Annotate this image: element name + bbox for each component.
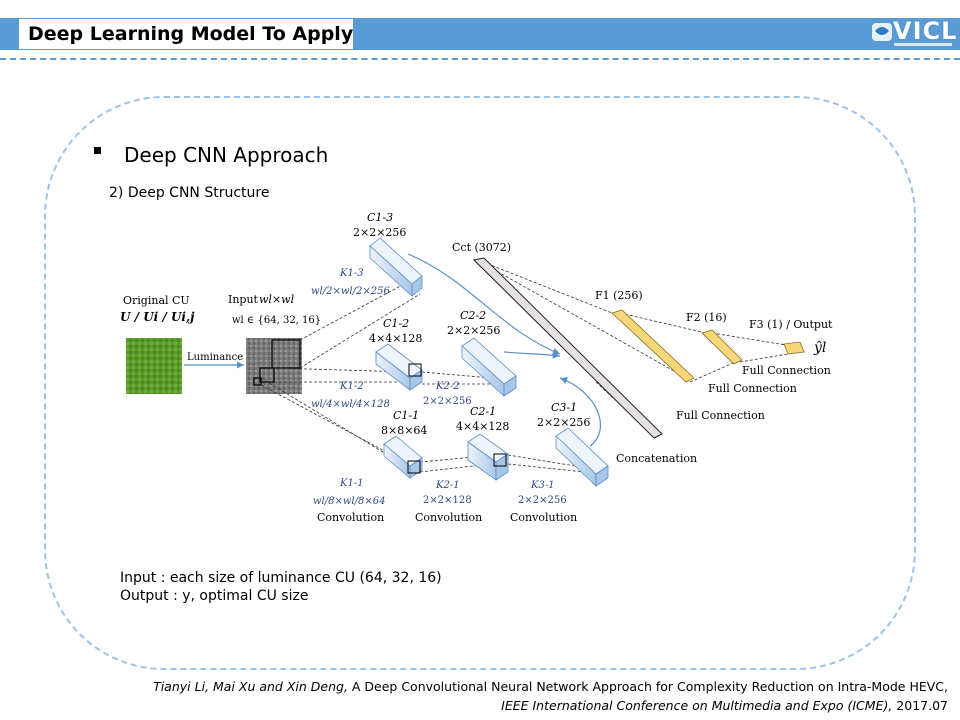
logo-text: VICL	[893, 17, 958, 45]
logo-emblem-mark	[875, 27, 889, 35]
block-c2-2	[461, 337, 517, 397]
c1-2-name: C1-2	[383, 317, 409, 330]
input-note: Input : each size of luminance CU (64, 3…	[120, 570, 442, 586]
c2-2-name: C2-2	[460, 309, 486, 322]
c2-2-size: 2×2×256	[447, 324, 500, 337]
section-title: Deep CNN Approach	[124, 143, 329, 167]
fc-label-2: Full Connection	[708, 382, 797, 395]
vicl-logo	[872, 23, 952, 46]
citation-year: 2017.07	[892, 698, 948, 713]
c1-3-name: C1-3	[367, 211, 393, 224]
input-label: Input	[228, 293, 259, 306]
c2-1-size: 4×4×128	[456, 420, 509, 433]
k2-1-name: K2-1	[435, 480, 460, 491]
citation-title: A Deep Convolutional Neural Network Appr…	[347, 679, 948, 694]
citation-line-2: IEEE International Conference on Multime…	[153, 696, 948, 715]
header-divider	[0, 58, 960, 60]
k1-1-size: wl/8×wl/8×64	[313, 496, 385, 507]
cct-label: Cct (3072)	[452, 241, 511, 254]
input-kernel-small	[253, 377, 262, 386]
output-note: Output : y, optimal CU size	[120, 588, 309, 604]
c1-1-name: C1-1	[393, 409, 419, 422]
convolution-label-1: Convolution	[317, 511, 384, 524]
f1-label: F1 (256)	[595, 289, 643, 302]
c3-1-size: 2×2×256	[537, 416, 590, 429]
k2-2-size: 2×2×256	[423, 396, 472, 407]
c1-2-size: 4×4×128	[369, 332, 422, 345]
cct-bar	[472, 257, 663, 439]
c1-3-size: 2×2×256	[353, 226, 406, 239]
k1-3-name: K1-3	[339, 268, 364, 279]
fc-label-1: Full Connection	[676, 409, 765, 422]
c2-1-name: C2-1	[470, 405, 496, 418]
k1-2-name: K1-2	[339, 381, 364, 392]
logo-tagline	[894, 43, 952, 46]
block-c1-3	[369, 237, 423, 297]
convolution-label-2: Convolution	[415, 511, 482, 524]
f3-bar	[783, 341, 805, 355]
f2-bar	[701, 329, 743, 365]
luminance-label: Luminance	[187, 352, 243, 363]
input-size: wl×wl	[259, 293, 295, 306]
concat-arrows	[407, 253, 601, 447]
block-c2-1	[467, 433, 509, 481]
input-set: wl ∈ {64, 32, 16}	[232, 315, 321, 326]
header-title-box	[18, 18, 354, 50]
bullet-icon	[94, 147, 101, 154]
cnn-structure-diagram: Original CU U / Ui / Ui,j Luminance Inpu…	[120, 211, 833, 524]
f2-label: F2 (16)	[686, 311, 727, 324]
block-c1-1	[383, 435, 423, 479]
c1-1-size: 8×8×64	[381, 424, 427, 437]
f3-label: F3 (1) / Output	[749, 318, 833, 331]
citation: Tianyi Li, Mai Xu and Xin Deng, A Deep C…	[153, 677, 948, 715]
block-c3-1	[555, 427, 609, 487]
citation-authors: Tianyi Li, Mai Xu and Xin Deng,	[153, 679, 348, 694]
k3-1-size: 2×2×256	[518, 495, 567, 506]
k2-1-size: 2×2×128	[423, 495, 472, 506]
output-symbol: ŷl	[813, 339, 826, 356]
concatenation-label: Concatenation	[616, 452, 697, 465]
subsection-title: 2) Deep CNN Structure	[109, 185, 270, 201]
io-notes: Input : each size of luminance CU (64, 3…	[120, 569, 442, 605]
k1-3-size: wl/2×wl/2×256	[311, 286, 390, 297]
content-frame	[44, 96, 916, 670]
original-cu-image	[126, 338, 182, 394]
k1-2-size: wl/4×wl/4×128	[311, 399, 390, 410]
original-cu-label: Original CU	[123, 294, 190, 307]
f1-bar	[611, 309, 695, 383]
original-cu-formula: U / Ui / Ui,j	[120, 310, 195, 324]
citation-venue: IEEE International Conference on Multime…	[501, 698, 893, 713]
k2-2-name: K2-2	[435, 381, 460, 392]
k3-1-name: K3-1	[530, 480, 555, 491]
citation-line-1: Tianyi Li, Mai Xu and Xin Deng, A Deep C…	[153, 677, 948, 696]
convolution-label-3: Convolution	[510, 511, 577, 524]
k1-1-name: K1-1	[339, 478, 364, 489]
projection-lines	[260, 259, 801, 475]
block-c1-2	[375, 343, 423, 391]
page-title: Deep Learning Model To Apply	[28, 23, 354, 45]
c3-1-name: C3-1	[551, 401, 577, 414]
fc-label-3: Full Connection	[742, 364, 831, 377]
